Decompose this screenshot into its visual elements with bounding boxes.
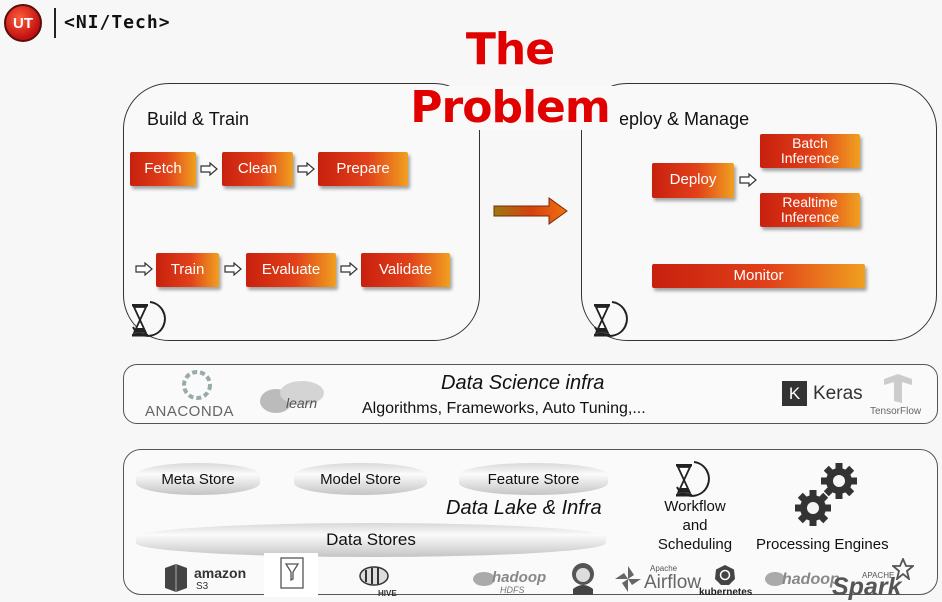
logo-separator: [54, 8, 56, 38]
data-lake-title: Data Lake & Infra: [446, 497, 602, 519]
hadoop-elephant-icon: [765, 572, 785, 586]
data-stores: Data Stores: [136, 523, 606, 557]
anaconda-icon: [182, 370, 212, 400]
keras-logo: Keras: [813, 383, 863, 404]
hive-bee-icon: [359, 566, 389, 586]
realtime-inference-step: Realtime Inference: [760, 193, 860, 227]
spark-apache-label: APACHE: [862, 571, 895, 580]
build-train-heading: Build & Train: [147, 109, 250, 129]
hdfs-logo: HDFS: [500, 585, 525, 595]
document-filter-icon: [280, 557, 304, 589]
sklearn-logo: learn: [286, 395, 318, 411]
hourglass-cycle-icon: [676, 461, 710, 497]
logo-text: UT: [13, 14, 33, 32]
train-step: Train: [156, 253, 219, 287]
arrow-right-icon: [340, 262, 358, 276]
hourglass-cycle-icon: [594, 301, 628, 337]
hive-logo: HIVE: [378, 589, 397, 598]
title-line-1: The: [465, 24, 555, 75]
processing-engines-label: Processing Engines: [756, 536, 889, 553]
brand-name: <NI/Tech>: [64, 12, 171, 33]
keras-badge: K: [782, 381, 807, 406]
clean-step: Clean: [222, 152, 293, 186]
amazon-logo: amazon: [194, 565, 247, 581]
workflow-scheduling-label: Workflow and Scheduling: [657, 498, 733, 553]
amazon-s3-icon: [165, 564, 187, 592]
kubernetes-logo: kubernetes: [699, 587, 753, 598]
airflow-pinwheel-icon: [615, 566, 641, 592]
sklearn-icon: [260, 381, 324, 413]
evaluate-step: Evaluate: [246, 253, 336, 287]
hadoop-elephant-icon: [473, 572, 495, 586]
arrow-right-icon: [297, 162, 315, 176]
deploy-manage-panel: [581, 83, 937, 341]
s3-logo: S3: [196, 581, 209, 592]
arrow-right-icon: [135, 262, 153, 276]
hadoop-hdfs-logo: hadoop: [492, 569, 547, 586]
monitor-step: Monitor: [652, 264, 865, 288]
gears-icon: [795, 463, 857, 526]
ut-logo: UT: [4, 4, 42, 42]
deploy-manage-heading: Deploy & Manage: [606, 109, 750, 129]
anaconda-logo: ANACONDA: [145, 403, 235, 420]
ds-infra-subtitle: Algorithms, Frameworks, Auto Tuning,...: [362, 400, 646, 417]
batch-inference-step: Batch Inference: [760, 134, 860, 168]
airflow-logo: Airflow: [644, 572, 702, 593]
kubernetes-wheel-icon: [715, 565, 735, 585]
arrow-right-icon: [200, 162, 218, 176]
jenkins-icon: [572, 563, 594, 595]
spark-logo: Spark: [832, 573, 902, 601]
deploy-step: Deploy: [652, 163, 734, 198]
title-line-2: Problem: [400, 86, 620, 130]
feature-store: Feature Store: [459, 463, 608, 495]
meta-store: Meta Store: [136, 463, 260, 495]
arrow-right-icon: [739, 173, 757, 187]
prepare-step: Prepare: [318, 152, 408, 186]
arrow-right-icon: [493, 197, 568, 225]
tensorflow-logo: TensorFlow: [870, 406, 922, 417]
arrow-right-icon: [224, 262, 242, 276]
airflow-apache-label: Apache: [650, 564, 678, 573]
model-store: Model Store: [294, 463, 427, 495]
hadoop-logo: hadoop: [782, 571, 840, 588]
tensorflow-icon: [884, 374, 912, 403]
spark-star-icon: [892, 558, 914, 580]
ds-infra-title: Data Science infra: [441, 372, 605, 394]
hourglass-cycle-icon: [132, 301, 166, 337]
fetch-step: Fetch: [130, 152, 196, 186]
validate-step: Validate: [361, 253, 450, 287]
